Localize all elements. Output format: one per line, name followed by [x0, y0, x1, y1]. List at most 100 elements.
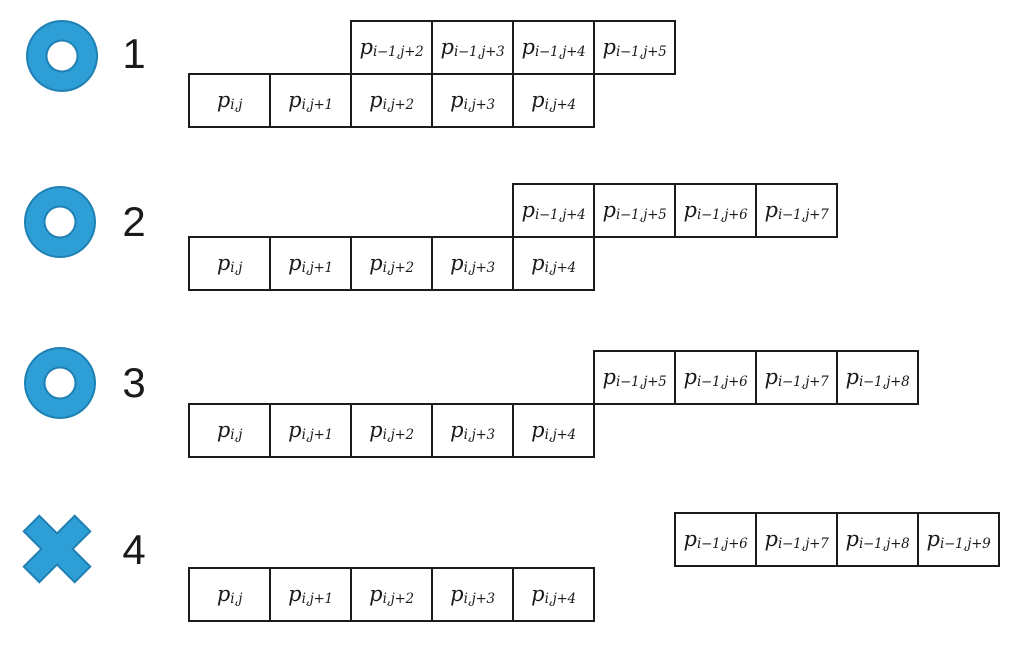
cell-base: p	[359, 35, 373, 59]
cell-subscript: i,j+1	[301, 426, 334, 443]
cell-base: p	[926, 527, 940, 551]
cell-base: p	[288, 88, 302, 112]
cell-base: p	[602, 35, 616, 59]
cell-base: p	[531, 88, 545, 112]
cell-subscript: i,j	[230, 426, 243, 443]
cell-base: p	[764, 365, 778, 389]
cell-base: p	[845, 527, 859, 551]
cell-base: p	[764, 198, 778, 222]
cell-base: p	[845, 365, 859, 389]
cell-subscript: i−1,j+3	[453, 43, 505, 60]
cell-base: p	[288, 418, 302, 442]
cross-marker-icon	[22, 514, 92, 584]
cell-subscript: i−1,j+4	[534, 206, 586, 223]
circle-marker-icon	[24, 186, 96, 258]
cell-subscript: i−1,j+6	[696, 373, 748, 390]
cell-subscript: i,j+4	[544, 96, 577, 113]
cell-base: p	[450, 88, 464, 112]
cell-subscript: i−1,j+7	[777, 535, 829, 552]
cell-subscript: i−1,j+6	[696, 206, 748, 223]
cell-base: p	[764, 527, 778, 551]
cell-subscript: i,j+1	[301, 259, 334, 276]
cell-base: p	[288, 582, 302, 606]
cell-base: p	[216, 251, 231, 275]
cell-subscript: i,j+2	[382, 426, 415, 443]
cell-subscript: i−1,j+9	[939, 535, 991, 552]
cell-base: p	[531, 251, 545, 275]
cell-subscript: i−1,j+7	[777, 373, 829, 390]
cell-base: p	[288, 251, 302, 275]
cell-base: p	[683, 527, 697, 551]
cell-subscript: i−1,j+5	[615, 373, 667, 390]
row-number: 1	[122, 30, 146, 77]
row-number: 3	[122, 359, 146, 406]
cell-base: p	[216, 582, 231, 606]
circle-marker-icon	[26, 20, 98, 92]
cell-base: p	[450, 251, 464, 275]
row-number: 4	[122, 526, 146, 573]
cell-base: p	[450, 418, 464, 442]
cell-subscript: i,j+4	[544, 259, 577, 276]
cell-base: p	[683, 198, 697, 222]
cell-subscript: i,j	[230, 259, 243, 276]
cell-subscript: i−1,j+8	[858, 535, 910, 552]
cell-subscript: i,j	[230, 590, 243, 607]
cell-base: p	[369, 582, 383, 606]
cell-subscript: i,j+2	[382, 590, 415, 607]
cell-base: p	[521, 198, 535, 222]
cell-subscript: i,j+4	[544, 426, 577, 443]
cell-subscript: i,j+3	[463, 426, 496, 443]
cell-base: p	[531, 418, 545, 442]
cell-subscript: i−1,j+5	[615, 206, 667, 223]
cell-base: p	[683, 365, 697, 389]
cell-subscript: i,j+1	[301, 96, 334, 113]
cell-base: p	[216, 88, 231, 112]
cell-base: p	[531, 582, 545, 606]
cell-subscript: i−1,j+7	[777, 206, 829, 223]
circle-marker-icon	[24, 347, 96, 419]
cell-subscript: i,j	[230, 96, 243, 113]
row-number: 2	[122, 198, 146, 245]
cell-subscript: i,j+1	[301, 590, 334, 607]
cell-subscript: i−1,j+4	[534, 43, 586, 60]
cell-base: p	[521, 35, 535, 59]
cell-base: p	[602, 198, 616, 222]
cell-base: p	[602, 365, 616, 389]
